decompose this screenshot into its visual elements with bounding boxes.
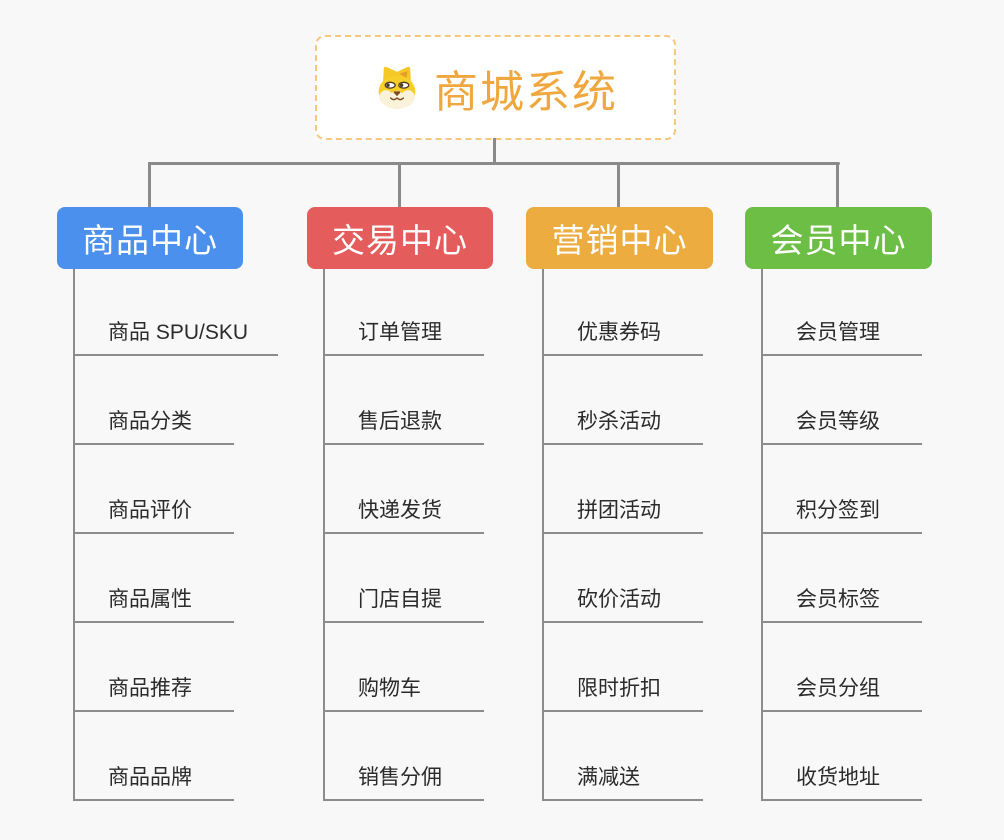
branch-children-column: 会员管理会员等级积分签到会员标签会员分组收货地址 — [761, 269, 922, 801]
leaf-item[interactable]: 订单管理 — [325, 318, 484, 356]
leaf-item[interactable]: 商品评价 — [75, 496, 234, 534]
leaf-item[interactable]: 秒杀活动 — [544, 407, 703, 445]
branch-node-2[interactable]: 营销中心 — [526, 207, 713, 269]
leaf-item[interactable]: 会员管理 — [763, 318, 922, 356]
branch-children-column: 优惠券码秒杀活动拼团活动砍价活动限时折扣满减送 — [542, 269, 703, 801]
leaf-item[interactable]: 商品品牌 — [75, 763, 234, 801]
leaf-item[interactable]: 积分签到 — [763, 496, 922, 534]
connector-branch-drop — [836, 162, 839, 208]
branch-node-3[interactable]: 会员中心 — [745, 207, 932, 269]
leaf-item[interactable]: 会员等级 — [763, 407, 922, 445]
leaf-item[interactable]: 商品分类 — [75, 407, 234, 445]
branch-node-1[interactable]: 交易中心 — [307, 207, 493, 269]
leaf-item[interactable]: 会员标签 — [763, 585, 922, 623]
leaf-item[interactable]: 商品属性 — [75, 585, 234, 623]
dog-face-icon — [373, 63, 421, 113]
connector-branch-drop — [398, 162, 401, 208]
leaf-item[interactable]: 售后退款 — [325, 407, 484, 445]
leaf-item[interactable]: 购物车 — [325, 674, 484, 712]
root-title: 商城系统 — [434, 67, 618, 117]
branch-node-0[interactable]: 商品中心 — [57, 207, 243, 269]
leaf-item[interactable]: 收货地址 — [763, 763, 922, 801]
leaf-item[interactable]: 满减送 — [544, 763, 703, 801]
leaf-item[interactable]: 优惠券码 — [544, 318, 703, 356]
connector-branch-drop — [148, 162, 151, 208]
connector-root-drop — [493, 138, 496, 165]
branch-children-column: 商品 SPU/SKU 商品分类商品评价商品属性商品推荐商品品牌 — [73, 269, 279, 801]
leaf-item[interactable]: 快递发货 — [325, 496, 484, 534]
connector-branch-drop — [617, 162, 620, 208]
branch-children-column: 订单管理售后退款快递发货门店自提购物车销售分佣 — [323, 269, 484, 801]
leaf-item[interactable]: 拼团活动 — [544, 496, 703, 534]
leaf-item[interactable]: 限时折扣 — [544, 674, 703, 712]
leaf-item[interactable]: 商品推荐 — [75, 674, 234, 712]
leaf-item[interactable]: 会员分组 — [763, 674, 922, 712]
leaf-item[interactable]: 砍价活动 — [544, 585, 703, 623]
leaf-item[interactable]: 商品 SPU/SKU — [75, 318, 279, 356]
root-node[interactable]: 商城系统 — [315, 35, 676, 140]
leaf-item[interactable]: 门店自提 — [325, 585, 484, 623]
connector-horizontal-rail — [148, 162, 840, 165]
leaf-item[interactable]: 销售分佣 — [325, 763, 484, 801]
